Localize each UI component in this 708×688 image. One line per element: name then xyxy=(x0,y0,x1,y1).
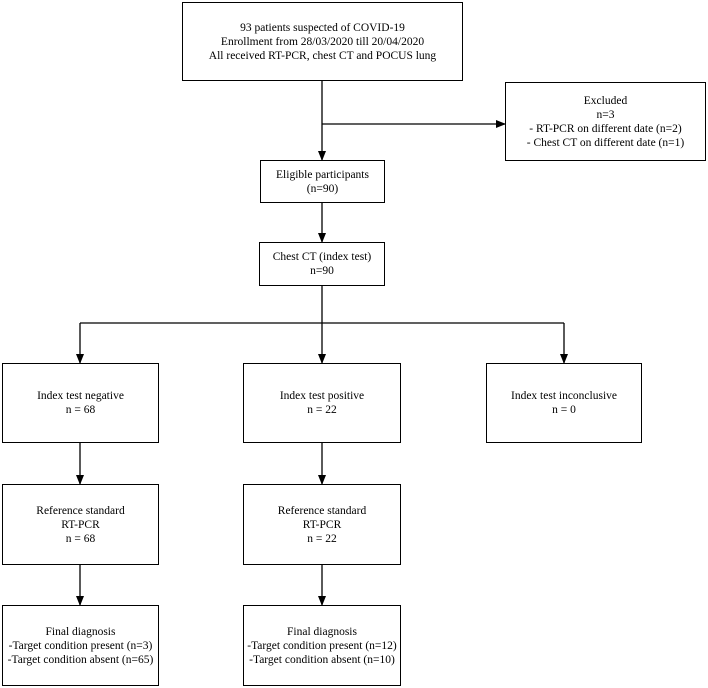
enrollment-line-1: 93 patients suspected of COVID-19 xyxy=(240,21,405,34)
index-negative-box: Index test negative n = 68 xyxy=(2,363,159,443)
ref-positive-count: n = 22 xyxy=(307,532,337,545)
final-negative-present: -Target condition present (n=3) xyxy=(8,639,153,652)
ref-negative-test: RT-PCR xyxy=(61,518,100,531)
index-test-box: Chest CT (index test) n=90 xyxy=(259,242,385,286)
index-inconclusive-count: n = 0 xyxy=(552,404,576,416)
index-negative-count: n = 68 xyxy=(65,404,96,416)
final-diagnosis-negative-box: Final diagnosis -Target condition presen… xyxy=(2,605,159,686)
ref-positive-test: RT-PCR xyxy=(302,518,342,531)
final-positive-absent: -Target condition absent (n=10) xyxy=(249,653,395,666)
enrollment-line-3: All received RT-PCR, chest CT and POCUS … xyxy=(208,49,437,62)
ref-positive-title: Reference standard xyxy=(277,504,367,517)
eligible-title: Eligible participants xyxy=(276,168,369,181)
excluded-reason-2: - Chest CT on different date (n=1) xyxy=(526,136,685,149)
enrollment-box: 93 patients suspected of COVID-19 Enroll… xyxy=(182,2,463,81)
index-positive-box: Index test positive n = 22 xyxy=(243,363,401,443)
final-positive-title: Final diagnosis xyxy=(287,625,357,638)
index-positive-count: n = 22 xyxy=(307,404,337,416)
excluded-box: Excluded n=3 - RT-PCR on different date … xyxy=(505,82,706,161)
eligible-count: (n=90) xyxy=(306,182,339,195)
excluded-title: Excluded xyxy=(583,94,628,107)
ref-standard-negative-box: Reference standard RT-PCR n = 68 xyxy=(2,484,159,565)
ref-standard-positive-box: Reference standard RT-PCR n = 22 xyxy=(243,484,401,565)
index-negative-title: Index test negative xyxy=(37,390,124,402)
final-negative-title: Final diagnosis xyxy=(45,625,116,638)
eligible-box: Eligible participants (n=90) xyxy=(260,160,385,203)
index-test-title: Chest CT (index test) xyxy=(272,251,372,263)
enrollment-line-2: Enrollment from 28/03/2020 till 20/04/20… xyxy=(220,35,425,48)
index-positive-title: Index test positive xyxy=(279,390,365,402)
ref-negative-count: n = 68 xyxy=(65,532,96,545)
final-positive-present: -Target condition present (n=12) xyxy=(247,639,397,652)
ref-negative-title: Reference standard xyxy=(36,504,125,517)
final-diagnosis-positive-box: Final diagnosis -Target condition presen… xyxy=(243,605,401,686)
excluded-reason-1: - RT-PCR on different date (n=2) xyxy=(529,122,682,135)
final-negative-absent: -Target condition absent (n=65) xyxy=(7,653,154,666)
index-test-count: n=90 xyxy=(310,265,334,277)
index-inconclusive-title: Index test inconclusive xyxy=(510,390,618,402)
index-inconclusive-box: Index test inconclusive n = 0 xyxy=(486,363,642,443)
excluded-count: n=3 xyxy=(596,108,615,121)
